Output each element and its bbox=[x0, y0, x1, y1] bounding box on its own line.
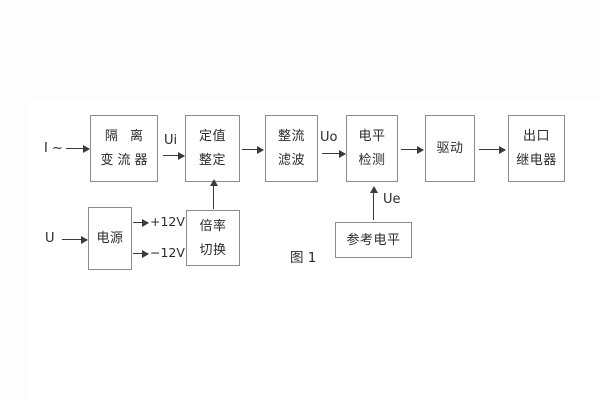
block-level-detection-line1: 电平 bbox=[358, 129, 386, 144]
block-level-detection[interactable]: 电平 检测 bbox=[346, 115, 398, 182]
block-output-relay[interactable]: 出口 继电器 bbox=[508, 115, 565, 182]
block-setting-value-line1: 定值 bbox=[198, 129, 226, 144]
block-isolation-transformer-line2: 变流器 bbox=[100, 153, 152, 168]
input-label-current: I ~ bbox=[44, 141, 63, 156]
block-setting-value[interactable]: 定值 整定 bbox=[185, 115, 240, 182]
block-power-supply[interactable]: 电源 bbox=[88, 207, 132, 270]
arrow-ratio-to-setting bbox=[209, 179, 218, 209]
block-ratio-switching[interactable]: 倍率 切换 bbox=[186, 210, 240, 266]
block-rectifier-filter-line1: 整流 bbox=[277, 129, 305, 144]
block-rectifier-filter-line2: 滤波 bbox=[277, 153, 305, 168]
arrow-isolation-to-setting bbox=[163, 151, 185, 160]
arrow-reference-to-level bbox=[369, 186, 378, 220]
figure-caption: 图 1 bbox=[290, 250, 317, 266]
block-setting-value-line2: 整定 bbox=[198, 153, 226, 168]
block-power-supply-line1: 电源 bbox=[96, 231, 124, 246]
arrow-voltage-to-power-supply bbox=[62, 235, 88, 244]
arrow-setting-to-rectifier bbox=[242, 145, 264, 154]
arrow-level-to-drive bbox=[401, 145, 424, 154]
block-output-relay-line2: 继电器 bbox=[516, 153, 557, 168]
block-drive-line1: 驱动 bbox=[436, 141, 464, 156]
block-reference-level-line1: 参考电平 bbox=[346, 232, 401, 248]
signal-label-ui: Ui bbox=[164, 133, 178, 148]
arrow-drive-to-output-relay bbox=[479, 145, 506, 154]
block-rectifier-filter[interactable]: 整流 滤波 bbox=[265, 115, 318, 182]
supply-label-negative: −12V bbox=[150, 245, 185, 260]
block-isolation-transformer[interactable]: 隔 离 变流器 bbox=[90, 115, 158, 182]
block-level-detection-line2: 检测 bbox=[358, 153, 386, 168]
signal-label-uo: Uo bbox=[320, 130, 338, 145]
block-output-relay-line1: 出口 bbox=[522, 129, 550, 144]
block-ratio-switching-line1: 倍率 bbox=[199, 218, 227, 234]
arrow-current-to-isolation bbox=[66, 144, 90, 153]
block-drive[interactable]: 驱动 bbox=[425, 115, 475, 182]
block-isolation-transformer-line1: 隔 离 bbox=[104, 129, 148, 144]
arrow-rectifier-to-level bbox=[322, 149, 346, 158]
supply-label-positive: +12V bbox=[150, 214, 185, 229]
block-ratio-switching-line2: 切换 bbox=[199, 242, 227, 258]
signal-label-ue: Ue bbox=[383, 192, 401, 207]
arrow-supply-negative bbox=[133, 249, 149, 258]
arrow-supply-positive bbox=[133, 218, 149, 227]
input-label-voltage: U bbox=[45, 231, 55, 246]
block-reference-level[interactable]: 参考电平 bbox=[335, 222, 412, 258]
